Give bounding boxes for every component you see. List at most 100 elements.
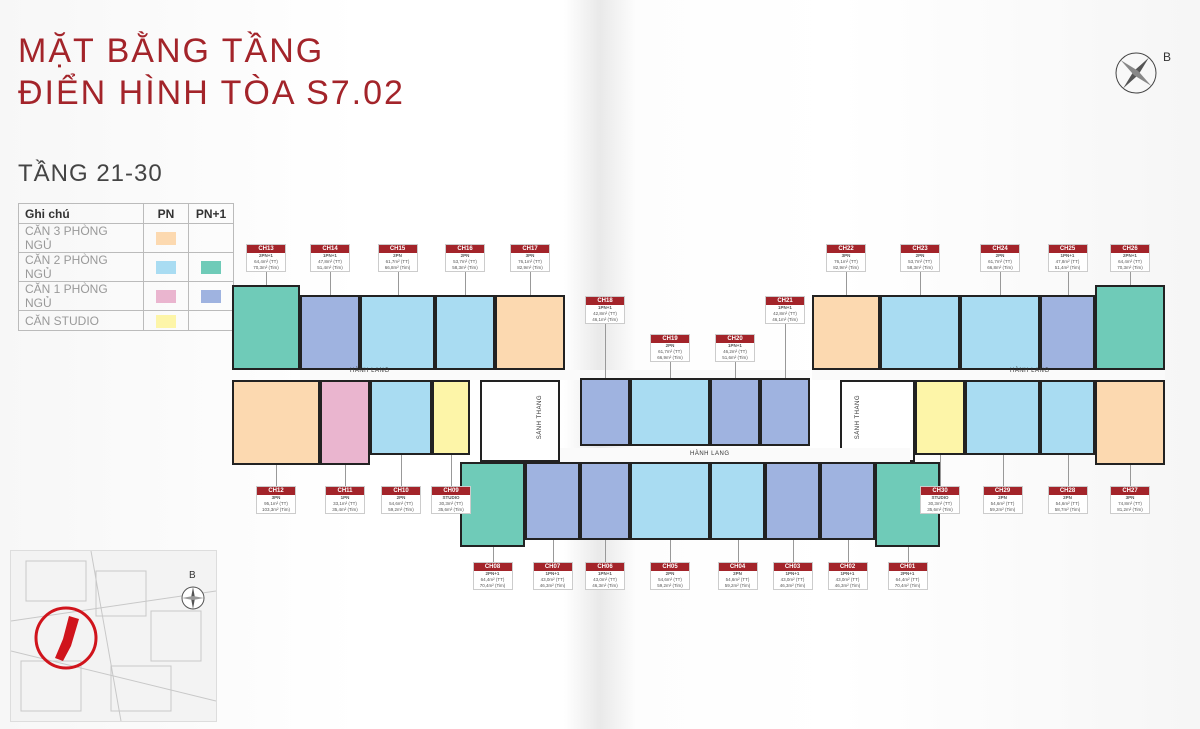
unit-area-tim: 70,4m² (Tim) <box>479 583 506 588</box>
legend-row: CĂN 2 PHÒNG NGỦ <box>18 252 234 282</box>
unit-type: 1PN+1 <box>598 305 612 310</box>
leader-line <box>737 540 739 562</box>
unit-area-tt: 43,0m² (TT) <box>593 577 617 582</box>
legend-col-pn: PN <box>143 203 189 224</box>
unit-tag: CH02 1PN+1 43,0m² (TT) 46,3m² (Tim) <box>827 562 868 590</box>
leader-line <box>1067 270 1069 295</box>
floor-range: TẦNG 21-30 <box>18 160 163 187</box>
legend-table: Ghi chú PN PN+1 CĂN 3 PHÒNG NGỦ CĂN 2 PH… <box>18 203 234 331</box>
unit-id: CH19 <box>651 335 689 343</box>
apartment-unit-ch25[interactable] <box>1040 295 1095 370</box>
unit-tag: CH15 2PN 61,7m² (TT) 66,8m² (Tim) <box>377 244 418 272</box>
apartment-unit-ch14[interactable] <box>300 295 360 370</box>
apartment-unit-ch22[interactable] <box>812 295 880 370</box>
apartment-unit-ch30[interactable] <box>915 380 965 455</box>
unit-tag: CH03 1PN+1 43,0m² (TT) 46,3m² (Tim) <box>772 562 813 590</box>
unit-id: CH02 <box>828 563 867 571</box>
leader-line <box>907 547 909 562</box>
legend-label: CĂN 3 PHÒNG NGỦ <box>18 223 144 253</box>
unit-area-tim: 46,3m² (Tim) <box>592 583 618 588</box>
apartment-unit-ch17[interactable] <box>495 295 565 370</box>
apartment-unit-ch24[interactable] <box>960 295 1040 370</box>
legend-swatch-pn <box>156 261 176 275</box>
unit-id: CH18 <box>586 297 624 305</box>
unit-type: 2PN <box>995 253 1005 258</box>
legend-header: Ghi chú <box>18 203 144 224</box>
apartment-unit-ch16[interactable] <box>435 295 495 370</box>
legend-label: CĂN 2 PHÒNG NGỦ <box>18 252 144 282</box>
unit-id: CH01 <box>888 563 927 571</box>
unit-type: 1PN+1 <box>323 253 337 258</box>
unit-type: STUDIO <box>442 495 460 500</box>
unit-id: CH14 <box>311 245 349 253</box>
unit-id: CH16 <box>446 245 484 253</box>
apartment-unit-ch12[interactable] <box>232 380 320 465</box>
apartment-unit-ch26[interactable] <box>1095 285 1165 370</box>
unit-area-tim: 58,7m² (Tim) <box>1054 507 1081 512</box>
unit-area-tt: 64,4m² (TT) <box>480 577 505 582</box>
unit-type: 1PN+1 <box>545 571 560 576</box>
unit-type: 2PN <box>665 343 675 348</box>
apartment-unit-ch23[interactable] <box>880 295 960 370</box>
apartment-unit-ch28[interactable] <box>1040 380 1095 455</box>
apartment-unit-ch02[interactable] <box>820 462 875 540</box>
unit-type: 2PN <box>460 253 470 258</box>
apartment-unit-ch29[interactable] <box>965 380 1040 455</box>
unit-id: CH07 <box>533 563 572 571</box>
unit-id: CH20 <box>716 335 754 343</box>
leader-line <box>670 540 671 562</box>
apartment-unit-ch18[interactable] <box>580 378 630 446</box>
unit-area-tim: 46,1m² (Tim) <box>592 317 618 322</box>
leader-line <box>530 270 531 295</box>
unit-tag: CH07 1PN+1 43,0m² (TT) 46,3m² (Tim) <box>532 562 573 590</box>
unit-type: 2PN+1 <box>1123 253 1137 258</box>
unit-area-tim: 82,9m² (Tim) <box>517 265 543 270</box>
legend-swatch-pn1 <box>201 261 221 275</box>
apartment-unit-ch10[interactable] <box>370 380 432 455</box>
apartment-unit-ch04[interactable] <box>710 462 765 540</box>
apartment-unit-ch05[interactable] <box>630 462 710 540</box>
legend-row: CĂN 3 PHÒNG NGỦ <box>18 223 234 253</box>
unit-area-tt: 33,1m² (TT) <box>333 501 357 506</box>
apartment-unit-ch06[interactable] <box>580 462 630 540</box>
unit-tag: CH08 2PN+1 64,4m² (TT) 70,4m² (Tim) <box>472 562 513 590</box>
apartment-unit-ch27[interactable] <box>1095 380 1165 465</box>
apartment-unit-ch15[interactable] <box>360 295 435 370</box>
leader-line <box>670 360 671 378</box>
unit-type: 2PN+1 <box>259 253 273 258</box>
unit-area-tt: 53,7m² (TT) <box>453 259 477 264</box>
apartment-unit-ch13[interactable] <box>232 285 300 370</box>
unit-id: CH04 <box>718 563 757 571</box>
apartment-unit-ch21[interactable] <box>760 378 810 446</box>
unit-id: CH29 <box>983 487 1022 495</box>
unit-tag: CH24 2PN 61,7m² (TT) 66,8m² (Tim) <box>980 244 1020 272</box>
unit-type: 2PN <box>998 495 1007 500</box>
unit-id: CH10 <box>382 487 420 495</box>
unit-area-tt: 42,8m² (TT) <box>593 311 617 316</box>
corridor-label: HÀNH LANG <box>690 451 730 457</box>
unit-area-tim: 81,2m² (Tim) <box>1117 507 1143 512</box>
unit-area-tim: 51,6m² (Tim) <box>722 355 748 360</box>
apartment-unit-ch09[interactable] <box>432 380 470 455</box>
unit-tag: CH11 1PN 33,1m² (TT) 35,4m² (Tim) <box>325 486 365 514</box>
unit-type: 1PN+1 <box>778 305 792 310</box>
unit-area-tt: 61,7m² (TT) <box>658 349 682 354</box>
unit-area-tt: 42,8m² (TT) <box>773 311 797 316</box>
leader-line <box>792 540 794 562</box>
unit-area-tt: 46,2m² (TT) <box>723 349 747 354</box>
unit-tag: CH04 2PN 54,6m² (TT) 59,2m² (Tim) <box>717 562 758 590</box>
apartment-unit-ch20[interactable] <box>710 378 760 446</box>
unit-tag: CH16 2PN 53,7m² (TT) 58,3m² (Tim) <box>445 244 485 272</box>
apartment-unit-ch11[interactable] <box>320 380 370 465</box>
unit-area-tim: 66,8m² (Tim) <box>384 265 411 270</box>
apartment-unit-ch07[interactable] <box>525 462 580 540</box>
unit-area-tim: 58,3m² (Tim) <box>452 265 478 270</box>
unit-id: CH09 <box>432 487 470 495</box>
unit-area-tt: 74,8m² (TT) <box>1118 501 1142 506</box>
unit-tag: CH23 2PN 53,7m² (TT) 58,3m² (Tim) <box>900 244 940 272</box>
leader-line <box>1000 270 1001 295</box>
unit-id: CH28 <box>1048 487 1087 495</box>
unit-id: CH05 <box>651 563 689 571</box>
apartment-unit-ch03[interactable] <box>765 462 820 540</box>
apartment-unit-ch19[interactable] <box>630 378 710 446</box>
